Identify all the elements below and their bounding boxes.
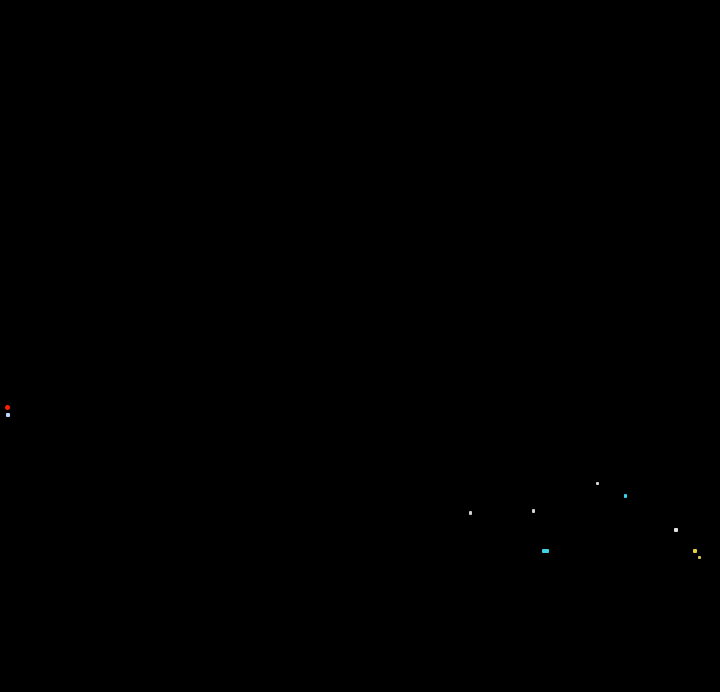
speck-7 bbox=[693, 549, 697, 553]
speck-2 bbox=[624, 494, 627, 498]
speck-3 bbox=[469, 511, 472, 515]
speck-5 bbox=[542, 549, 549, 553]
speck-8 bbox=[698, 556, 701, 559]
speck-4 bbox=[532, 509, 535, 513]
speck-1 bbox=[596, 482, 599, 485]
red-indicator-dot[interactable] bbox=[5, 405, 10, 410]
speck-6 bbox=[674, 528, 678, 532]
indicator-mark bbox=[6, 413, 10, 417]
